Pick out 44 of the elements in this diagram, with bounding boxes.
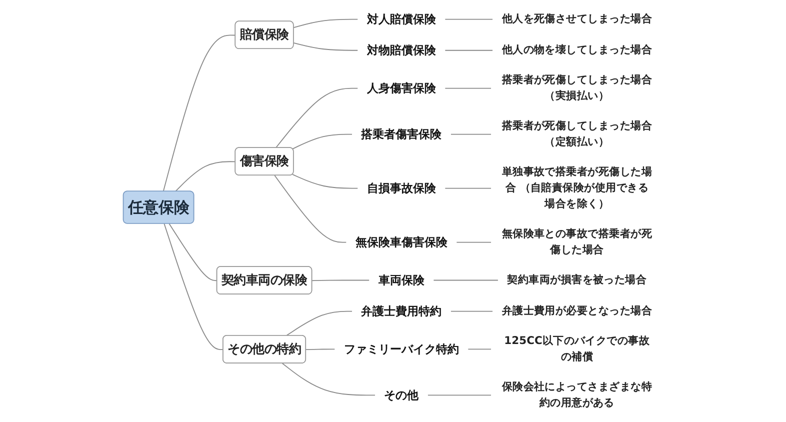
connector — [168, 223, 218, 282]
node-text: 自損事故保険 — [366, 181, 436, 196]
connector — [275, 88, 358, 148]
connector — [293, 18, 358, 28]
connector — [444, 50, 494, 51]
node-text: 無保険車傷害保険 — [355, 235, 448, 250]
connector — [274, 175, 347, 243]
connector — [312, 280, 370, 282]
connector — [292, 174, 358, 189]
connector — [450, 134, 492, 135]
node-text: 車両保険 — [378, 273, 424, 287]
node-text: 弁護士費用が必要となった場合 — [502, 304, 652, 318]
connector — [292, 134, 352, 150]
node-text: 単独事故で搭乗者が死傷した場合 （自賠責保険が使用できる場合を除く） — [502, 166, 652, 210]
connector — [174, 161, 236, 192]
connector — [433, 280, 498, 281]
node-text: 搭乗者が死傷してしまった場合（実損払い） — [502, 74, 652, 102]
connector — [162, 34, 236, 192]
node-text: 対物賠償保険 — [366, 43, 436, 58]
connector — [293, 42, 358, 51]
connector — [444, 188, 492, 189]
node-text: 他人を死傷させてしまった場合 — [502, 12, 652, 26]
node-text: 無保険車との事故で搭乗者が死傷した場合 — [502, 228, 652, 256]
node-text: 人身傷害保険 — [366, 81, 436, 96]
connector — [450, 310, 494, 312]
connector — [282, 362, 376, 396]
connector — [444, 88, 492, 89]
node-text: 搭乗者傷害保険 — [361, 127, 442, 141]
connector — [444, 18, 494, 20]
connector — [306, 348, 336, 350]
node-text: 保険会社によってさまざまな特約の用意がある — [502, 380, 652, 409]
node-text: 契約車両が損害を被った場合 — [507, 274, 647, 286]
connector — [468, 348, 492, 350]
connector — [427, 394, 492, 396]
node-text: 搭乗者が死傷してしまった場合（定額払い） — [502, 120, 652, 148]
connector — [286, 310, 352, 336]
node-text: 125CC以下のバイクでの事故の補償 — [504, 334, 650, 363]
node-text: 他人の物を壊してしまった場合 — [502, 44, 652, 56]
node-text: ファミリーバイク特約 — [344, 342, 459, 356]
connector — [456, 242, 492, 243]
connector — [164, 223, 224, 350]
node-text: 弁護士費用特約 — [361, 304, 442, 318]
node-text: その他 — [384, 388, 419, 402]
node-text: 対人賠償保険 — [366, 12, 436, 26]
